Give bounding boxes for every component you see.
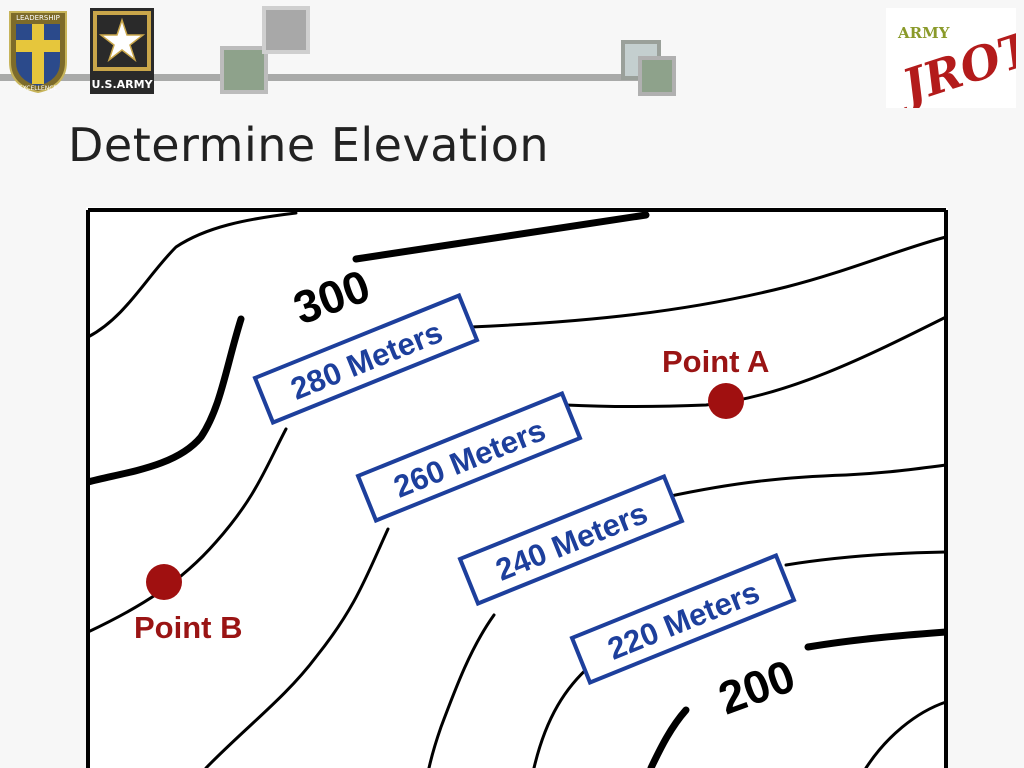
contour-line-220-left — [532, 663, 593, 768]
us-army-logo: U.S.ARMY — [90, 8, 154, 94]
point-a-marker — [708, 383, 744, 419]
contour-line-220-right — [784, 550, 948, 567]
contour-line-260-left — [204, 527, 390, 768]
header-square — [262, 6, 310, 54]
contour-line-240-left — [427, 613, 496, 768]
leadership-excellence-logo: LEADERSHIP EXCELLENCE — [6, 6, 70, 94]
leadership-excellence-emblem-icon: LEADERSHIP EXCELLENCE — [9, 11, 67, 94]
jrotc-logo-icon: ARMY JROTC — [886, 8, 1024, 116]
point-a-label: Point A — [662, 344, 769, 379]
svg-text:LEADERSHIP: LEADERSHIP — [16, 14, 60, 22]
contour-index-200-right — [804, 628, 948, 651]
point-b-marker — [146, 564, 182, 600]
contour-map: 300 200 280 Meters 260 Meters 240 Meters… — [86, 207, 948, 768]
contour-index-200-left — [647, 706, 690, 768]
contour-index-300-lower — [86, 315, 245, 486]
contour-index-300-upper — [352, 211, 650, 263]
header-square — [638, 56, 676, 96]
svg-text:EXCELLENCE: EXCELLENCE — [19, 85, 58, 92]
slide-header: LEADERSHIP EXCELLENCE U.S.ARMY ARMY JROT… — [0, 0, 1024, 116]
slide-title: Determine Elevation — [68, 118, 549, 172]
header-decoration — [0, 6, 676, 96]
contour-line-180 — [864, 700, 948, 768]
contour-line-280-left — [86, 427, 288, 634]
contour-line-240-right — [664, 463, 948, 499]
contour-line-320 — [86, 211, 298, 339]
map-background — [86, 207, 948, 768]
svg-text:ARMY: ARMY — [897, 24, 950, 42]
contour-line-280-right — [469, 235, 948, 329]
jrotc-logo: ARMY JROTC — [886, 8, 1024, 116]
point-b-label: Point B — [134, 610, 243, 645]
army-star-emblem-icon: U.S.ARMY — [90, 8, 154, 94]
header-square — [220, 46, 268, 94]
header-rail — [0, 74, 660, 81]
contour-map-diagram: 300 200 280 Meters 260 Meters 240 Meters… — [86, 207, 948, 768]
svg-text:U.S.ARMY: U.S.ARMY — [91, 78, 153, 91]
